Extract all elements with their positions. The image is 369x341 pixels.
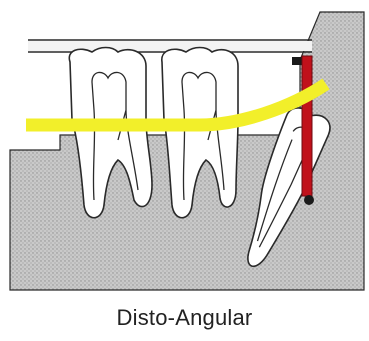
bar-bottom-point: [304, 195, 314, 205]
figure-caption: Disto-Angular: [0, 305, 369, 331]
red-vertical-bar: [302, 56, 312, 196]
